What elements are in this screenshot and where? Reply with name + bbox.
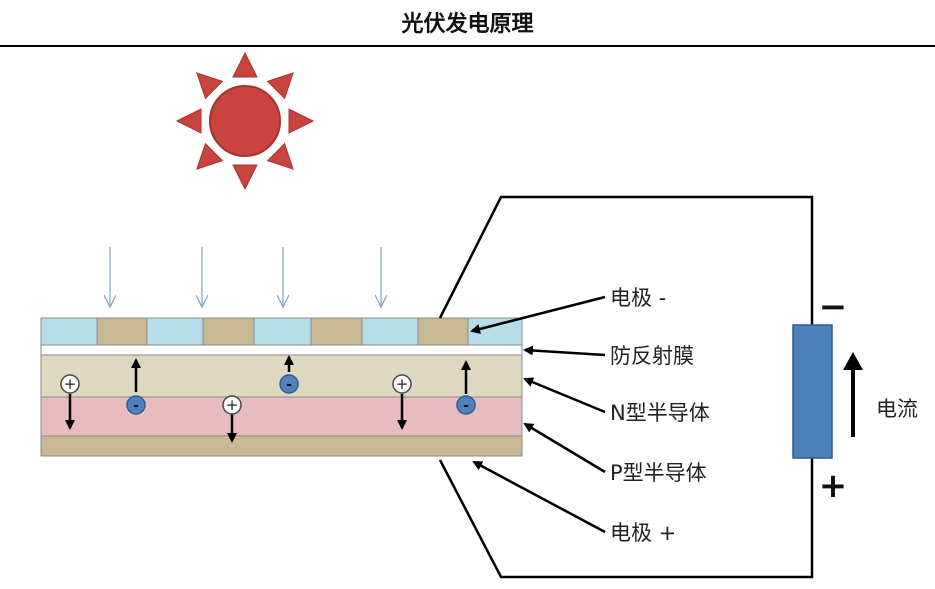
- top-electrode-layer: [40, 317, 523, 346]
- sun-ray: [266, 72, 294, 100]
- electrode-cell: [253, 317, 312, 346]
- hole-icon: [392, 374, 412, 394]
- sun-ray: [175, 108, 202, 134]
- electron-sign: -: [133, 398, 139, 414]
- electrode-cell: [467, 317, 523, 346]
- positive-terminal-sign: +: [819, 466, 848, 506]
- electrode-cell: [310, 317, 363, 346]
- sun-ray: [232, 51, 258, 78]
- antireflection-film-layer: [40, 344, 523, 356]
- hole-sign: +: [64, 375, 77, 393]
- sun-ray: [196, 72, 224, 100]
- load-block: [792, 324, 833, 459]
- circuit-wire: [438, 458, 814, 579]
- hole-sign: +: [396, 375, 409, 393]
- electron-sign: -: [286, 377, 292, 393]
- label-current: 电流: [876, 397, 918, 421]
- electrode-cell: [40, 317, 98, 346]
- electron-sign: -: [463, 398, 469, 414]
- pointer-electrode-pos: [472, 460, 606, 534]
- label-antireflection-film: 防反射膜: [610, 344, 694, 368]
- electrode-cell: [96, 317, 148, 346]
- sun-ray: [266, 142, 294, 170]
- n-semiconductor-layer: [40, 354, 523, 398]
- title-divider: [0, 45, 935, 47]
- electrode-cell: [361, 317, 419, 346]
- label-electrode-neg: 电极 -: [610, 286, 666, 310]
- current-arrowhead: [843, 352, 863, 370]
- electrode-cell: [202, 317, 255, 346]
- holes: + + +: [60, 374, 412, 415]
- electron-icon: [279, 374, 299, 394]
- p-semiconductor-layer: [40, 396, 523, 437]
- label-n-semiconductor: N型半导体: [610, 401, 710, 425]
- hole-icon: [60, 374, 80, 394]
- sun-ray: [232, 164, 258, 191]
- electrode-cell: [417, 317, 469, 346]
- negative-terminal-sign: −: [819, 287, 848, 327]
- carrier-arrows: [65, 355, 471, 443]
- label-p-semiconductor: P型半导体: [610, 461, 707, 485]
- electron-icon: [126, 395, 146, 415]
- label-electrode-pos: 电极 +: [610, 521, 676, 545]
- pointer-n-semiconductor: [523, 377, 606, 414]
- electron-icon: [456, 395, 476, 415]
- circuit-wire: [438, 195, 814, 325]
- electrode-cell: [146, 317, 204, 346]
- bottom-electrode-layer: [40, 435, 523, 457]
- hole-sign: +: [226, 396, 239, 414]
- hole-icon: [222, 395, 242, 415]
- diagram-title: 光伏发电原理: [401, 11, 534, 37]
- sunlight-arrows: [110, 247, 381, 307]
- pointer-antireflection: [523, 345, 606, 357]
- pointer-p-semiconductor: [523, 422, 606, 474]
- sun-ray: [288, 108, 315, 134]
- sun-icon: [175, 51, 315, 191]
- electrons: - - -: [126, 374, 476, 415]
- pointer-arrows: [470, 295, 606, 534]
- sun-ray: [196, 142, 224, 170]
- pointer-electrode-neg: [470, 295, 606, 334]
